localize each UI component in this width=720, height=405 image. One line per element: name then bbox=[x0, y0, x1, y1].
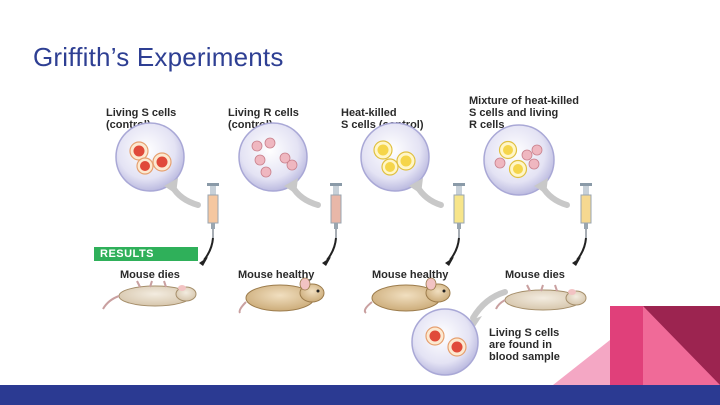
petri-dish-living-s bbox=[115, 122, 185, 192]
blood-sample-finding: Living S cells are found in blood sample bbox=[489, 327, 560, 363]
injection-arrowheads bbox=[199, 257, 581, 266]
decorative-corner-shapes bbox=[553, 306, 720, 385]
mouse-healthy-icon bbox=[238, 277, 325, 314]
footer-bar bbox=[0, 385, 720, 405]
petri-dish-heat-killed-s bbox=[360, 122, 430, 192]
mouse-dead-icon bbox=[102, 280, 197, 310]
outcome-label: Mouse dies bbox=[505, 269, 565, 281]
injection-arrows bbox=[203, 237, 587, 261]
mouse-healthy-icon bbox=[363, 277, 451, 314]
label-living-s-cells: Living S cells (control) bbox=[106, 107, 177, 131]
transfer-arrowheads bbox=[164, 178, 548, 194]
mixture-cells-icon bbox=[494, 140, 543, 179]
outcome-label: Mouse healthy bbox=[238, 269, 315, 281]
results-badge: RESULTS bbox=[94, 247, 198, 261]
outcome-label: Mouse healthy bbox=[372, 269, 449, 281]
slide-title: Griffith’s Experiments bbox=[33, 42, 284, 72]
mouse-dead-icon bbox=[495, 284, 587, 311]
r-cell-icon bbox=[251, 137, 298, 178]
syringe-icon bbox=[330, 183, 342, 238]
s-cell-icon bbox=[425, 326, 467, 357]
s-cell-icon bbox=[129, 141, 172, 175]
syringe-icon bbox=[207, 183, 219, 238]
petri-dish-living-r bbox=[238, 122, 308, 192]
petri-dish-mixture bbox=[483, 124, 555, 196]
label-mixture: Mixture of heat-killed S cells and livin… bbox=[469, 95, 580, 131]
syringe-icon bbox=[453, 183, 465, 238]
heat-killed-cell-icon bbox=[373, 140, 416, 176]
petri-dish-blood-sample bbox=[411, 308, 479, 376]
syringe-icon bbox=[580, 183, 592, 238]
outcome-label: Mouse dies bbox=[120, 269, 180, 281]
